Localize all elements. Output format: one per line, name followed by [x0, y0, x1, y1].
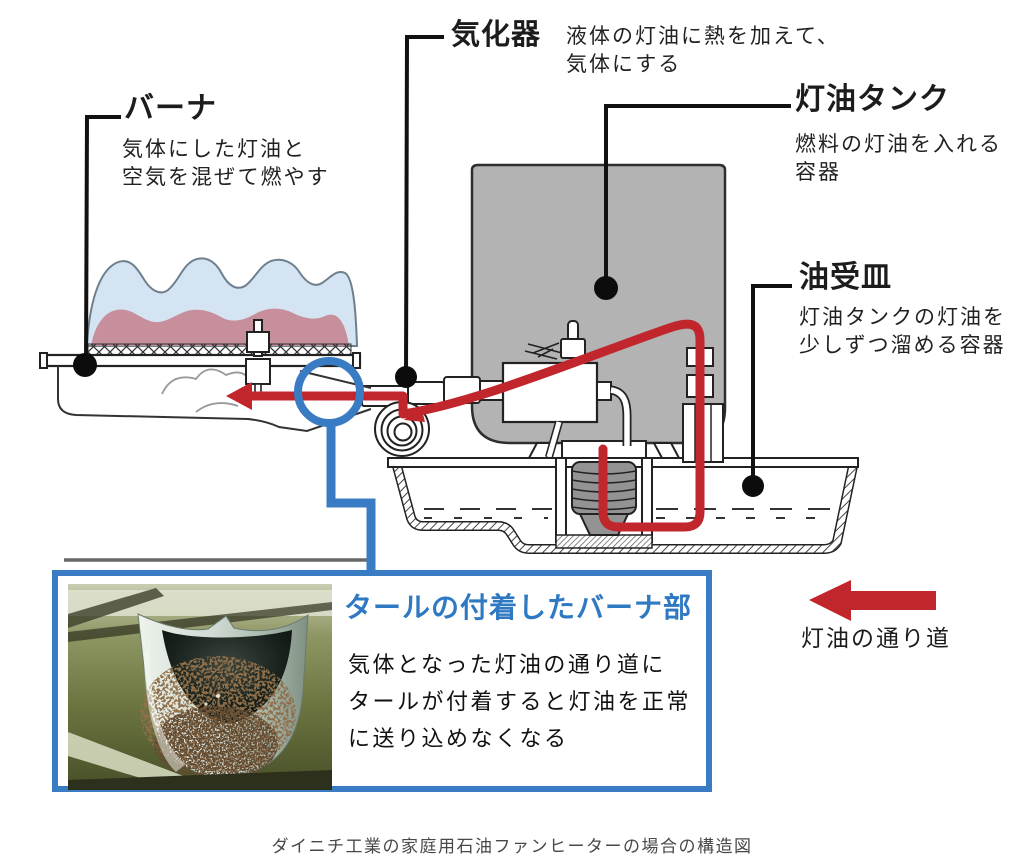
red-flow-pipe [232, 319, 705, 532]
oil-pan-label-desc: 灯油タンクの灯油を 少しずつ溜める容器 [799, 306, 1006, 357]
burner-screw [245, 319, 271, 397]
magnifier [294, 357, 376, 572]
legend-arrow [809, 580, 936, 621]
burner-illustration [39, 257, 372, 433]
burner-label-desc: 気体にした灯油と 空気を混ぜて燃やす [122, 138, 330, 189]
leader-dots [73, 276, 764, 497]
burner-label-title: バーナ [124, 92, 217, 125]
spark-marks [524, 342, 563, 360]
leader-dot-oil-pan [742, 475, 764, 497]
leader-dot-vaporizer [395, 366, 417, 388]
vaporizer-label-desc: 液体の灯油に熱を加えて、 気体にする [566, 25, 840, 76]
leader-lines [84, 35, 792, 486]
leader-vaporizer [404, 35, 444, 378]
tar-callout-title: タールの付着したバーナ部 [344, 592, 693, 623]
kerosene-flow-path [226, 319, 705, 532]
flow-arrowhead-nozzle [404, 406, 425, 422]
burner-smoke-squiggles [161, 368, 251, 413]
leader-oil-pan [751, 284, 792, 486]
burner-body-outline [57, 366, 372, 433]
tar-callout-box: タールの付着したバーナ部 気体となった灯油の通り道に タールが付着すると灯油を正… [52, 570, 712, 792]
leader-burner [84, 115, 121, 367]
kerosene-tank-label-title: 灯油タンク [795, 83, 950, 116]
tar-callout-body: 気体となった灯油の通り道に タールが付着すると灯油を正常 に送り込めなくなる [348, 652, 692, 751]
flow-arrowhead-burner [226, 382, 252, 410]
figure-caption: ダイニチ工業の家庭用石油ファンヒーターの場合の構造図 [271, 837, 753, 856]
leader-tank [604, 104, 791, 288]
magnifier-connector [326, 421, 376, 572]
leader-dot-tank [594, 276, 618, 300]
leader-dot-burner [73, 353, 97, 377]
tar-burner-photo [68, 584, 332, 790]
kerosene-tank-label-desc: 燃料の灯油を入れる 容器 [795, 133, 1002, 184]
vaporizer-label-title: 気化器 [451, 19, 542, 51]
legend-label: 灯油の通り道 [801, 625, 951, 651]
oil-pan-label-title: 油受皿 [799, 261, 892, 294]
burner-flame-pink [91, 308, 349, 346]
